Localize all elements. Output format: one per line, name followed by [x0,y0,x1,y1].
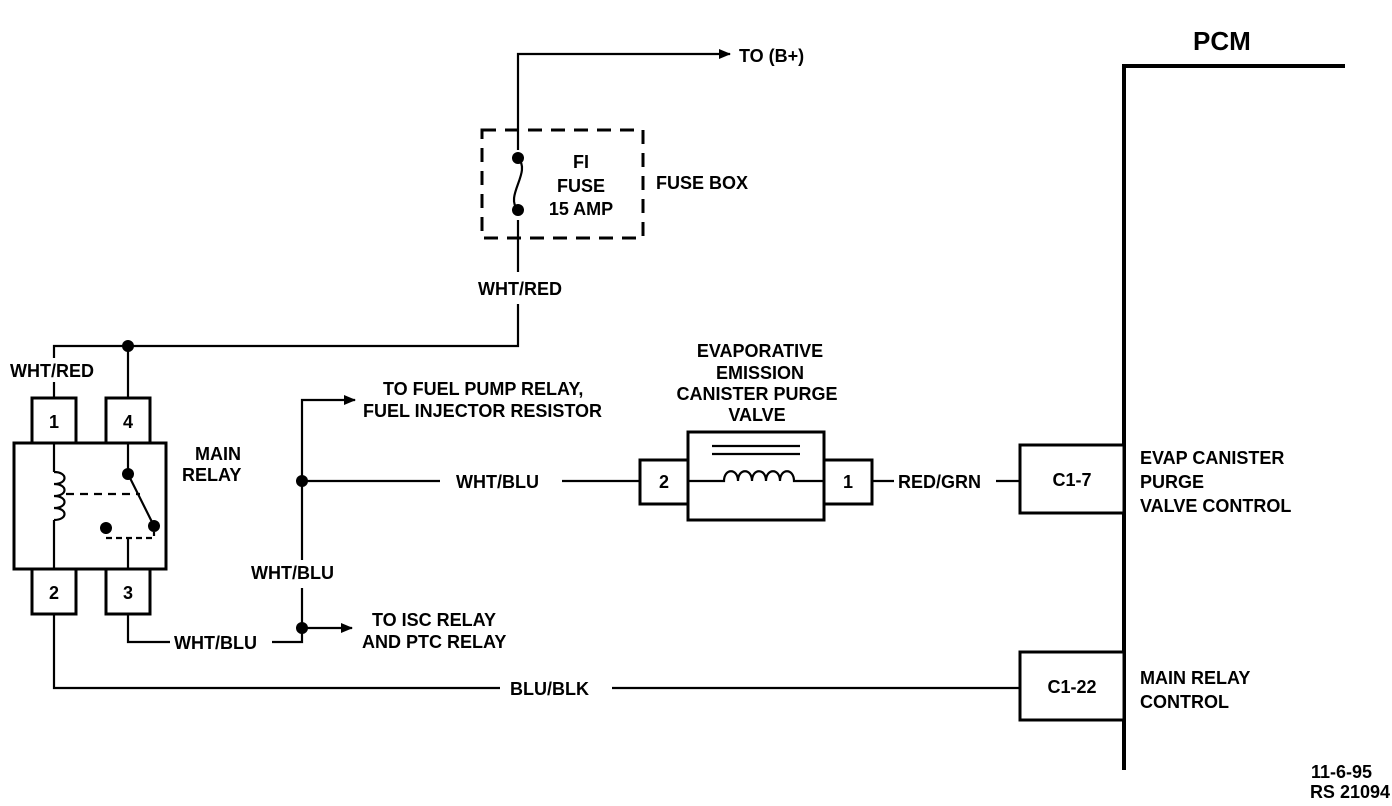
wire-label-blu-blk: BLU/BLK [510,679,589,699]
junction-dot [122,340,134,352]
main-relay-body [12,441,168,571]
relay-coil-symbol [52,443,140,569]
connector-c1-7 [1018,443,1126,515]
c1-7-desc-1: EVAP CANISTER [1140,448,1284,468]
valve-pin-2-label: 2 [659,472,669,492]
isc-line-2: AND PTC RELAY [362,632,506,652]
battery-label: TO (B+) [739,46,804,66]
valve-title-3: CANISTER PURGE [676,384,837,404]
main-relay-label-1: MAIN [195,444,241,464]
fuel-pump-line-1: TO FUEL PUMP RELAY, [383,379,583,399]
relay-pin-1-label: 1 [49,412,59,432]
fuse-box-label: FUSE BOX [656,173,748,193]
wire-label-wht-blu-vertical: WHT/BLU [251,563,334,583]
c1-22-desc-1: MAIN RELAY [1140,668,1250,688]
fuse-line-3: 15 AMP [549,199,613,219]
junction-dot-bottom [296,622,308,634]
relay-switch-symbol [100,443,160,569]
footer-date: 11-6-95 [1311,762,1372,782]
isc-line-1: TO ISC RELAY [372,610,496,630]
pcm-title: PCM [1193,26,1251,56]
valve-pin-1-label: 1 [843,472,853,492]
c1-22-desc-2: CONTROL [1140,692,1229,712]
wire-label-wht-red-relay: WHT/RED [10,361,94,381]
footer-ref: RS 21094 [1310,782,1390,802]
wire-label-wht-blu-valve: WHT/BLU [456,472,539,492]
c1-7-desc-3: VALVE CONTROL [1140,496,1291,516]
valve-title-2: EMISSION [716,363,804,383]
fuse-box [480,128,645,240]
solenoid-symbol [688,444,824,483]
relay-pin-3-label: 3 [123,583,133,603]
c1-7-desc-2: PURGE [1140,472,1204,492]
connector-c1-22 [1018,650,1126,722]
wire-label-wht-blu-pin3: WHT/BLU [174,633,257,653]
relay-pin-2-label: 2 [49,583,59,603]
wht-blu-trunk-top [300,395,356,560]
blu-blk-wire-a [52,614,500,690]
connector-c1-7-label: C1-7 [1052,470,1091,490]
connector-c1-22-label: C1-22 [1047,677,1096,697]
wire-label-wht-red-fuse: WHT/RED [478,279,562,299]
fuse-symbol [510,150,526,220]
relay-pin-4-label: 4 [123,412,133,432]
main-relay-label-2: RELAY [182,465,241,485]
fuse-line-2: FUSE [557,176,605,196]
wht-blu-pin3-wire [126,614,170,644]
wire-label-red-grn: RED/GRN [898,472,981,492]
valve-title-1: EVAPORATIVE [697,341,823,361]
wht-blu-trunk-bottom [300,588,353,633]
wire-label-gap [505,272,531,296]
fuel-pump-line-2: FUEL INJECTOR RESISTOR [363,401,602,421]
fuse-line-1: FI [573,152,589,172]
pcm-bus [1122,64,1345,770]
valve-title-4: VALVE [728,405,785,425]
